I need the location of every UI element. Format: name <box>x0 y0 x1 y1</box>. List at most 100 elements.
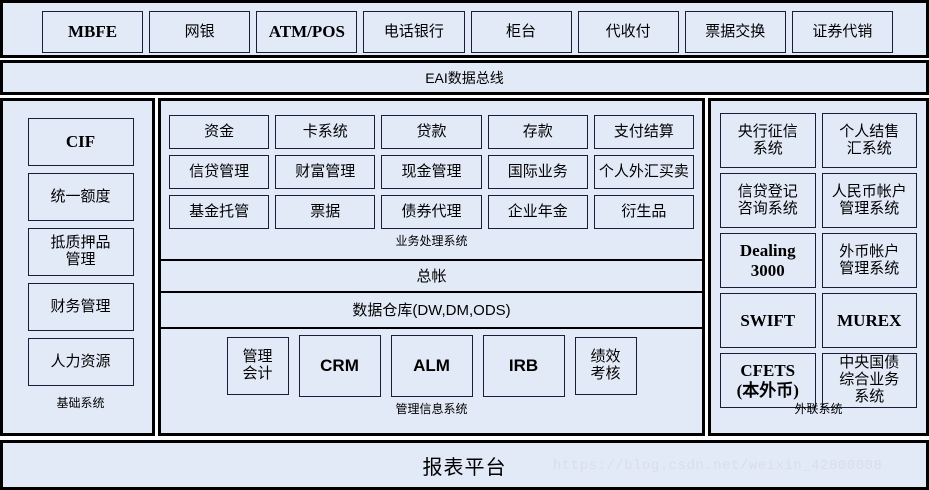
basic-system-box-label: 财务管理 <box>50 297 111 315</box>
business-system-box[interactable]: 资金 <box>169 115 270 149</box>
business-system-box[interactable]: 衍生品 <box>593 195 694 229</box>
business-system-box-label: 国际业务 <box>507 162 568 180</box>
channel-box[interactable]: 网银 <box>149 11 251 53</box>
business-system-box-label: 企业年金 <box>507 202 568 220</box>
basic-system-box[interactable]: CIF <box>27 118 134 166</box>
channel-box-label: 电话银行 <box>383 22 444 40</box>
channel-box[interactable]: 票据交换 <box>684 11 786 53</box>
channel-box[interactable]: 电话银行 <box>363 11 465 53</box>
external-system-box-label: MUREX <box>837 310 902 330</box>
eai-bus-panel: EAI数据总线 <box>0 60 929 95</box>
basic-system-box[interactable]: 抵质押品管理 <box>27 228 134 276</box>
channel-box[interactable]: 证券代销 <box>791 11 893 53</box>
general-ledger-region: 总帐 <box>161 259 702 291</box>
external-system-box[interactable]: SWIFT <box>720 293 816 348</box>
channel-box-label: 证券代销 <box>812 22 873 40</box>
business-processing-label: 业务处理系统 <box>395 234 468 248</box>
divider-datawarehouse-top <box>161 291 702 293</box>
basic-system-box-label: CIF <box>65 132 96 152</box>
external-system-box-label: 央行征信系统 <box>737 122 798 157</box>
channel-box-label: ATM/POS <box>268 22 345 42</box>
channel-list: MBFE 网银 ATM/POS 电话银行 柜台 代收付 票据交换 证券代销 <box>6 6 929 58</box>
external-system-box-label: SWIFT <box>740 310 796 330</box>
basic-systems-panel: CIF 统一额度抵质押品管理财务管理人力资源基础系统 <box>0 98 155 436</box>
mis-system-box-label: IRB <box>508 356 539 376</box>
business-system-box[interactable]: 财富管理 <box>275 155 376 189</box>
eai-bus-label: EAI数据总线 <box>425 69 504 86</box>
business-system-box[interactable]: 债券代理 <box>381 195 482 229</box>
business-system-box[interactable]: 个人外汇买卖 <box>593 155 694 189</box>
business-system-box[interactable]: 支付结算 <box>593 115 694 149</box>
channel-box-label: 网银 <box>184 22 215 40</box>
basic-system-box-label: 统一额度 <box>50 187 111 205</box>
business-system-box-label: 现金管理 <box>401 162 462 180</box>
business-system-box[interactable]: 卡系统 <box>275 115 376 149</box>
general-ledger-label: 总帐 <box>416 267 447 285</box>
external-system-box-label: 信贷登记咨询系统 <box>737 182 798 217</box>
channel-box-label: 柜台 <box>506 22 537 40</box>
basic-system-box-label: 人力资源 <box>50 352 111 370</box>
mis-system-box[interactable]: IRB <box>482 335 565 397</box>
external-system-box[interactable]: 人民币帐户管理系统 <box>821 173 917 228</box>
external-system-box-label: 外币帐户管理系统 <box>839 242 900 277</box>
external-system-box[interactable]: CFETS(本外币) <box>720 353 816 408</box>
external-system-box-label: 中央国债综合业务系统 <box>839 354 900 405</box>
channel-box[interactable]: ATM/POS <box>256 11 358 53</box>
channel-box-label: 票据交换 <box>705 22 766 40</box>
external-system-box-label: 个人结售汇系统 <box>839 122 900 157</box>
business-system-box-label: 财富管理 <box>295 162 356 180</box>
external-system-box[interactable]: 个人结售汇系统 <box>821 113 917 168</box>
channel-box[interactable]: 代收付 <box>577 11 679 53</box>
business-system-box[interactable]: 现金管理 <box>381 155 482 189</box>
basic-system-box[interactable]: 财务管理 <box>27 283 134 331</box>
business-system-box[interactable]: 企业年金 <box>487 195 588 229</box>
business-system-box-label: 资金 <box>204 122 235 140</box>
external-system-box[interactable]: 中央国债综合业务系统 <box>821 353 917 408</box>
business-system-box[interactable]: 基金托管 <box>169 195 270 229</box>
channel-box[interactable]: MBFE <box>42 11 144 53</box>
external-system-box-label: CFETS(本外币) <box>736 361 799 400</box>
channel-box-label: 代收付 <box>605 22 651 40</box>
business-system-box-label: 支付结算 <box>613 122 674 140</box>
business-system-box[interactable]: 信贷管理 <box>169 155 270 189</box>
mis-system-box-label: ALM <box>413 356 450 376</box>
business-system-grid: 资金 卡系统贷款存款 支付结算信贷管理 财富管理 现金管理 国际业务 个人外汇买卖基金托管 票… <box>169 115 694 229</box>
external-system-box[interactable]: 央行征信系统 <box>720 113 816 168</box>
business-system-box[interactable]: 存款 <box>487 115 588 149</box>
channel-box[interactable]: 柜台 <box>470 11 572 53</box>
business-system-box-label: 基金托管 <box>189 202 250 220</box>
mis-system-list: 管理会计 CRM ALM IRB 绩效考核 <box>161 335 702 397</box>
basic-system-box[interactable]: 人力资源 <box>27 338 134 386</box>
report-platform-label: 报表平台 <box>422 456 507 479</box>
business-system-box-label: 个人外汇买卖 <box>598 162 689 180</box>
report-platform-panel: 报表平台 <box>0 440 929 490</box>
basic-system-box[interactable]: 统一额度 <box>27 173 134 221</box>
management-information-label: 管理信息系统 <box>395 402 468 416</box>
business-system-box-label: 衍生品 <box>621 202 667 220</box>
mis-system-box[interactable]: ALM <box>390 335 473 397</box>
business-system-box[interactable]: 贷款 <box>381 115 482 149</box>
divider-mis-top <box>161 327 702 329</box>
data-warehouse-label: 数据仓库(DW,DM,ODS) <box>352 301 511 319</box>
mis-system-box[interactable]: 管理会计 <box>226 337 289 395</box>
business-system-box[interactable]: 国际业务 <box>487 155 588 189</box>
business-system-box[interactable]: 票据 <box>275 195 376 229</box>
external-system-box[interactable]: MUREX <box>821 293 917 348</box>
basic-systems-label: 基础系统 <box>56 396 105 410</box>
business-system-box-label: 债券代理 <box>401 202 462 220</box>
mis-system-box[interactable]: CRM <box>298 335 381 397</box>
external-systems-label: 外联系统 <box>794 402 843 416</box>
external-system-box[interactable]: 外币帐户管理系统 <box>821 233 917 288</box>
mis-system-box[interactable]: 绩效考核 <box>574 337 637 395</box>
data-warehouse-region: 数据仓库(DW,DM,ODS) <box>161 291 702 327</box>
management-information-region: 管理会计 CRM ALM IRB 绩效考核 管理信息系统 <box>161 327 702 433</box>
business-processing-region: 资金 卡系统贷款存款 支付结算信贷管理 财富管理 现金管理 国际业务 个人外汇买卖基金托管 票… <box>161 101 702 259</box>
external-system-box[interactable]: 信贷登记咨询系统 <box>720 173 816 228</box>
channel-box-label: MBFE <box>68 22 118 42</box>
mis-system-box-label: 管理会计 <box>242 348 273 382</box>
business-system-box-label: 票据 <box>310 202 341 220</box>
